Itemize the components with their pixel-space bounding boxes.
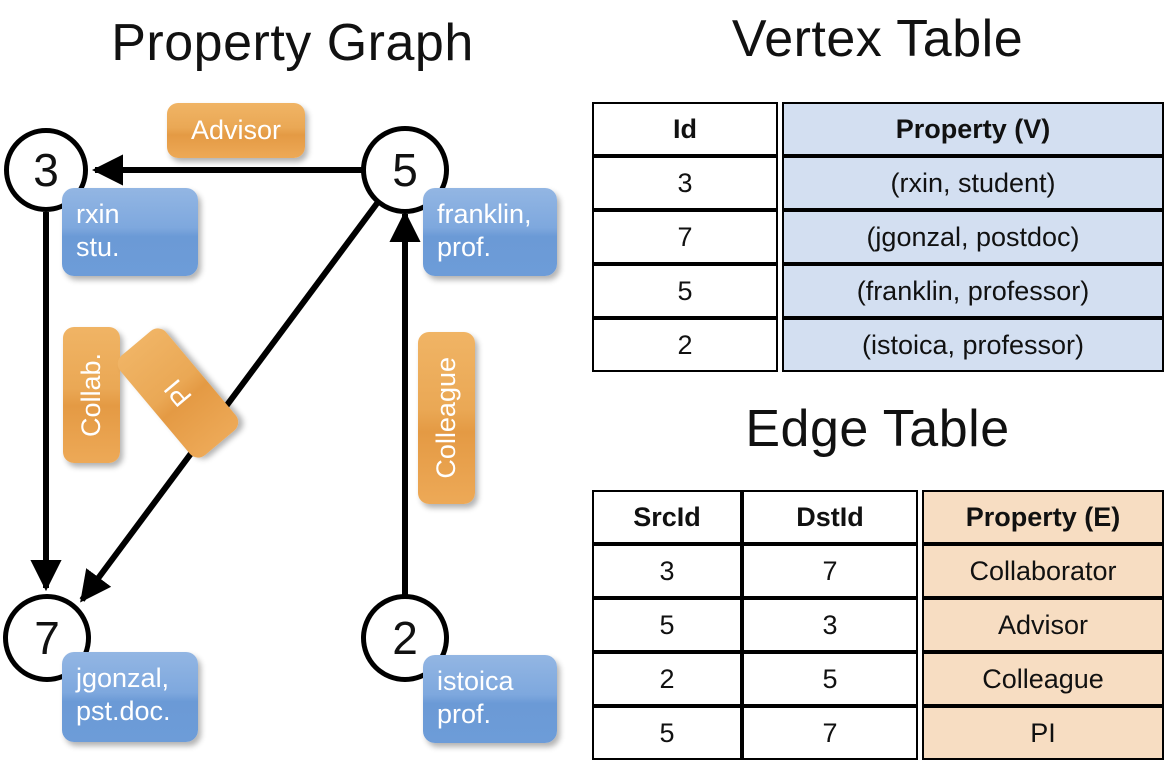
node-2-label: 2 <box>392 612 418 664</box>
vertex-cell-id: 3 <box>592 156 778 210</box>
vertex-cell-id: 7 <box>592 210 778 264</box>
edge-table-header-dstid: DstId <box>742 490 918 544</box>
edge-cell-property: Colleague <box>922 652 1164 706</box>
vertex-cell-id: 5 <box>592 264 778 318</box>
node-7-property-box[interactable]: jgonzal, pst.doc. <box>62 652 198 742</box>
node-2[interactable]: 2 <box>361 594 449 682</box>
vertex-table: Id Property (V) 3 (rxin, student) 7 (jgo… <box>592 102 1164 372</box>
edge-cell-dstid: 3 <box>742 598 918 652</box>
edge-cell-dstid: 7 <box>742 544 918 598</box>
vertex-cell-property: (istoica, professor) <box>782 318 1164 372</box>
table-row[interactable]: 5 7 PI <box>592 706 1164 760</box>
edge-5-to-7 <box>79 200 381 603</box>
node-3-property-box[interactable]: rxin stu. <box>62 188 198 276</box>
edge-label-advisor-text: Advisor <box>190 115 282 145</box>
node-3-property-line-2: stu. <box>76 232 120 262</box>
edge-cell-srcid: 5 <box>592 706 742 760</box>
edge-table-header-property: Property (E) <box>922 490 1164 544</box>
edge-cell-property: Collaborator <box>922 544 1164 598</box>
vertex-cell-property: (rxin, student) <box>782 156 1164 210</box>
edge-cell-srcid: 2 <box>592 652 742 706</box>
table-row[interactable]: 7 (jgonzal, postdoc) <box>592 210 1164 264</box>
vertex-table-title: Vertex Table <box>731 10 1024 68</box>
node-5-property-line-1: franklin, <box>437 199 532 229</box>
table-row[interactable]: 5 (franklin, professor) <box>592 264 1164 318</box>
edge-table-header-srcid: SrcId <box>592 490 742 544</box>
vertex-cell-property: (jgonzal, postdoc) <box>782 210 1164 264</box>
table-row[interactable]: 5 3 Advisor <box>592 598 1164 652</box>
edge-cell-srcid: 5 <box>592 598 742 652</box>
node-5-property-box[interactable]: franklin, prof. <box>423 188 557 276</box>
edge-table: SrcId DstId Property (E) 3 7 Collaborato… <box>592 490 1164 760</box>
edge-cell-dstid: 5 <box>742 652 918 706</box>
node-7-label: 7 <box>34 612 60 664</box>
vertex-cell-id: 2 <box>592 318 778 372</box>
vertex-cell-property: (franklin, professor) <box>782 264 1164 318</box>
table-row[interactable]: 3 (rxin, student) <box>592 156 1164 210</box>
edge-cell-property: Advisor <box>922 598 1164 652</box>
node-7-property-line-1: jgonzal, <box>76 663 170 693</box>
edge-label-colleague[interactable]: Colleague <box>418 332 475 504</box>
table-row[interactable]: 2 (istoica, professor) <box>592 318 1164 372</box>
property-graph-diagram: 3 5 7 2 rxin stu. franklin, prof. jgonza… <box>3 103 557 743</box>
edge-table-title: Edge Table <box>745 400 1010 458</box>
edge-table-header-row: SrcId DstId Property (E) <box>592 490 1164 544</box>
graph-edges-svg <box>30 154 421 603</box>
node-5-label: 5 <box>392 144 418 196</box>
edge-label-advisor[interactable]: Advisor <box>167 103 305 158</box>
property-graph-title: Property Graph <box>111 14 474 72</box>
node-2-property-box[interactable]: istoica prof. <box>423 655 557 743</box>
vertex-table-header-row: Id Property (V) <box>592 102 1164 156</box>
node-2-property-line-2: prof. <box>437 699 492 729</box>
edge-cell-dstid: 7 <box>742 706 918 760</box>
node-3-property-line-1: rxin <box>76 199 120 229</box>
edge-cell-srcid: 3 <box>592 544 742 598</box>
vertex-table-header-property: Property (V) <box>782 102 1164 156</box>
node-2-property-line-1: istoica <box>437 666 514 696</box>
vertex-table-header-id: Id <box>592 102 778 156</box>
table-row[interactable]: 2 5 Colleague <box>592 652 1164 706</box>
edge-label-collab-text: Collab. <box>76 352 106 438</box>
edge-cell-property: PI <box>922 706 1164 760</box>
edge-label-pi-text: PI <box>157 373 198 413</box>
table-row[interactable]: 3 7 Collaborator <box>592 544 1164 598</box>
edge-label-collab[interactable]: Collab. <box>63 327 120 463</box>
node-7-property-line-2: pst.doc. <box>76 696 171 726</box>
node-3-label: 3 <box>33 144 59 196</box>
edge-label-colleague-text: Colleague <box>431 357 461 479</box>
node-5-property-line-2: prof. <box>437 232 492 262</box>
